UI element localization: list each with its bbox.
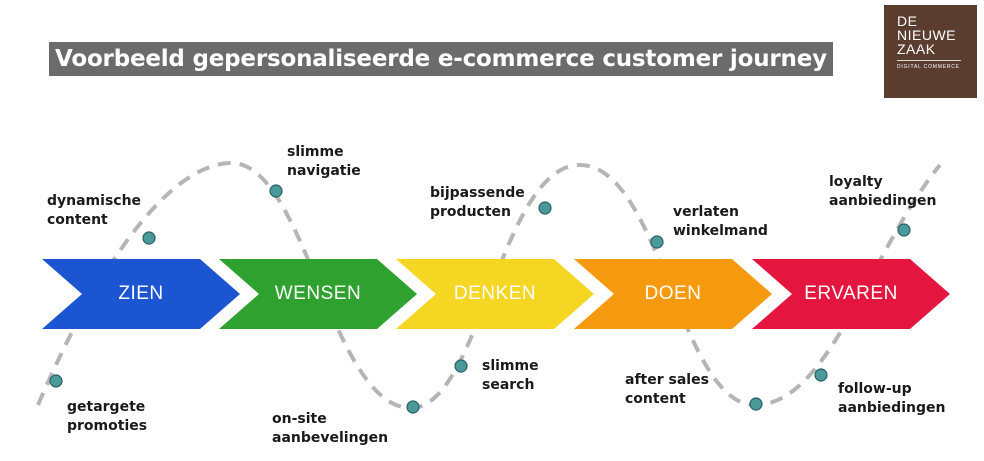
dot-verlaten-winkelmand — [650, 235, 664, 249]
logo-line-3: ZAAK — [897, 41, 936, 57]
logo-line-1: DE — [897, 13, 918, 29]
logo-tagline: DIGITAL COMMERCE — [897, 64, 960, 70]
label-on-site-aanbevelingen: on-site aanbevelingen — [272, 411, 389, 446]
dot-slimme-navigatie — [269, 184, 283, 198]
stage-label-zien: ZIEN — [118, 283, 164, 304]
label-slimme-search: slimme search — [482, 358, 539, 393]
stage-label-doen: DOEN — [644, 283, 702, 304]
stage-label-denken: DENKEN — [453, 283, 537, 304]
dot-slimme-search — [454, 359, 468, 373]
stage-arrow-wensen — [219, 259, 417, 329]
stage-arrow-denken — [396, 259, 594, 329]
label-loyalty-aanbiedingen: loyalty aanbiedingen — [829, 174, 937, 209]
stage-arrow-doen — [574, 259, 772, 329]
dot-loyalty-aanbiedingen — [897, 223, 911, 237]
company-logo: DE NIEUWE ZAAK DIGITAL COMMERCE — [884, 5, 977, 98]
logo-line-2: NIEUWE — [897, 27, 956, 43]
label-after-sales-content: after sales content — [625, 372, 709, 407]
touchpoint-dots — [49, 184, 911, 414]
label-dynamische-content: dynamische content — [47, 193, 142, 228]
page-title: Voorbeeld gepersonaliseerde e-commerce c… — [49, 42, 833, 76]
dot-on-site-aanbevelingen — [406, 400, 420, 414]
label-slimme-navigatie: slimme navigatie — [287, 144, 361, 179]
stage-arrow-ervaren — [752, 259, 950, 329]
dot-getargete-promoties — [49, 374, 63, 388]
label-verlaten-winkelmand: verlaten winkelmand — [673, 204, 768, 239]
dot-after-sales-content — [749, 397, 763, 411]
label-getargete-promoties: getargete promoties — [67, 399, 148, 434]
dot-dynamische-content — [142, 231, 156, 245]
label-bijpassende-producten: bijpassende producten — [430, 185, 525, 220]
stage-label-ervaren: ERVAREN — [804, 283, 898, 304]
label-follow-up-aanbiedingen: follow-up aanbiedingen — [838, 381, 946, 416]
stage-label-wensen: WENSEN — [274, 283, 362, 304]
dot-bijpassende-producten — [538, 201, 552, 215]
logo-divider — [897, 60, 961, 61]
stage-arrow-zien — [42, 259, 240, 329]
dot-follow-up-aanbiedingen — [814, 368, 828, 382]
